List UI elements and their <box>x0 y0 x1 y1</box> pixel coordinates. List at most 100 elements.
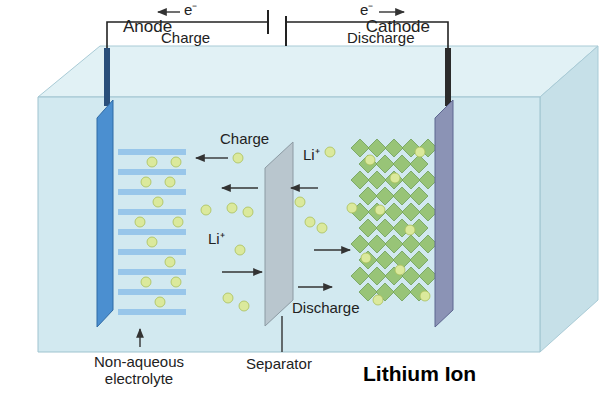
cell-front <box>38 97 540 352</box>
lithium-ion <box>390 173 400 183</box>
cathode-crystal <box>410 187 428 205</box>
electrode: Anode <box>96 48 114 328</box>
cathode-crystal <box>359 187 377 205</box>
plate <box>97 100 113 327</box>
cathode-lattice <box>351 139 437 301</box>
cathode-crystal <box>351 235 369 253</box>
cathode-crystal <box>393 187 411 205</box>
lithium-ion <box>295 197 305 207</box>
cathode-crystal <box>419 203 437 221</box>
lithium-ion <box>147 157 157 167</box>
cathode-crystal <box>359 251 377 269</box>
lithium-ion <box>361 253 371 263</box>
label: e⁻ <box>360 2 373 19</box>
lithium-ion <box>420 291 430 301</box>
lithium-ion <box>235 245 245 255</box>
cathode-crystal <box>359 219 377 237</box>
lithium-ion <box>155 297 165 307</box>
cathode-crystal <box>419 267 437 285</box>
lithium-ion <box>171 277 181 287</box>
cathode-crystal <box>410 155 428 173</box>
cathode-crystal <box>368 235 386 253</box>
cathode-crystal <box>368 267 386 285</box>
cathode-crystal <box>402 203 420 221</box>
lithium-ion <box>243 207 253 217</box>
anode-layer <box>118 309 186 315</box>
ion-arrows <box>140 158 350 352</box>
cathode-crystal <box>419 235 437 253</box>
lithium-ion <box>153 197 163 207</box>
lithium-ions <box>135 147 430 311</box>
cathode-crystal <box>385 235 403 253</box>
cell-top <box>38 46 598 97</box>
lithium-ion <box>171 157 181 167</box>
lithium-ion <box>201 205 211 215</box>
lithium-ion <box>141 177 151 187</box>
cathode-crystal <box>376 187 394 205</box>
separator <box>265 142 293 326</box>
cathode-crystal <box>351 171 369 189</box>
anode-layer <box>118 169 186 175</box>
cathode-crystal <box>368 203 386 221</box>
cathode-crystal <box>410 251 428 269</box>
label: Non-aqueous electrolyte <box>80 354 198 387</box>
lithium-ion <box>135 217 145 227</box>
cathode-crystal <box>351 139 369 157</box>
cathode-crystal <box>359 155 377 173</box>
cathode-crystal <box>351 267 369 285</box>
anode-layers <box>118 149 186 315</box>
cathode-crystal <box>402 171 420 189</box>
anode-layer <box>118 289 186 295</box>
electrode-plate <box>96 48 114 328</box>
label: Charge <box>220 131 269 148</box>
cathode-crystal <box>419 171 437 189</box>
terminal <box>445 48 451 106</box>
label: Li⁺ <box>208 231 225 248</box>
cathode-crystal <box>376 155 394 173</box>
lithium-ion <box>375 205 385 215</box>
lithium-ion <box>233 153 243 163</box>
cathode-crystal <box>385 139 403 157</box>
electrode-label: Anode <box>123 18 172 37</box>
anode-layer <box>118 209 186 215</box>
lithium-ion <box>223 293 233 303</box>
lithium-ion <box>395 265 405 275</box>
lithium-ion <box>317 223 327 233</box>
lithium-ion <box>415 147 425 157</box>
cathode-crystal <box>402 235 420 253</box>
anode-layer <box>118 189 186 195</box>
lithium-ion <box>365 155 375 165</box>
lithium-ion <box>373 295 383 305</box>
cell-side <box>540 46 598 352</box>
lithium-ion <box>227 203 237 213</box>
lithium-ion <box>347 203 357 213</box>
lithium-ion <box>239 301 249 311</box>
electrode-label: Cathode <box>366 18 430 37</box>
cathode-crystal <box>385 203 403 221</box>
cathode-crystal <box>376 251 394 269</box>
label: Separator <box>246 356 312 373</box>
electrode-plate <box>434 48 454 328</box>
anode-layer <box>118 249 186 255</box>
cathode-crystal <box>376 219 394 237</box>
label: Li⁺ <box>303 147 320 164</box>
cathode-crystal <box>385 171 403 189</box>
lithium-ion <box>405 225 415 235</box>
cathode-crystal <box>393 155 411 173</box>
lithium-ion <box>147 237 157 247</box>
label: e⁻ <box>184 2 197 19</box>
cathode-crystal <box>368 139 386 157</box>
lithium-ion <box>165 257 175 267</box>
lithium-ion <box>141 277 151 287</box>
label: Discharge <box>292 300 360 317</box>
plate <box>435 100 453 327</box>
lithium-ion <box>165 177 175 187</box>
anode-layer <box>118 229 186 235</box>
lithium-ion <box>305 217 315 227</box>
electrode: Cathode <box>434 48 454 328</box>
lithium-ion <box>173 217 183 227</box>
terminal <box>104 48 110 106</box>
cathode-crystal <box>368 171 386 189</box>
